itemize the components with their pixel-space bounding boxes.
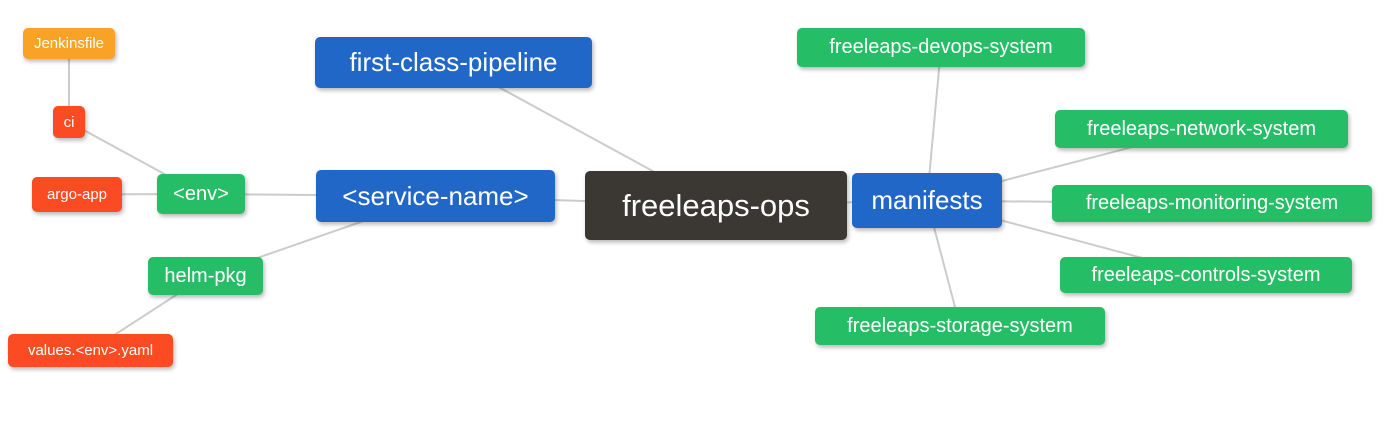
node-label: <env> <box>173 182 229 205</box>
node-label: first-class-pipeline <box>349 47 558 77</box>
node-label: freeleaps-monitoring-system <box>1085 192 1339 214</box>
node-freeleaps-ops[interactable]: freeleaps-ops <box>585 171 847 240</box>
node-freeleaps-controls-system[interactable]: freeleaps-controls-system <box>1060 257 1352 293</box>
node-manifests[interactable]: manifests <box>852 173 1002 228</box>
node-freeleaps-storage-system[interactable]: freeleaps-storage-system <box>815 307 1105 345</box>
node-label: freeleaps-devops-system <box>829 36 1053 58</box>
node-first-class-pipeline[interactable]: first-class-pipeline <box>315 37 592 88</box>
node-freeleaps-monitoring-system[interactable]: freeleaps-monitoring-system <box>1052 185 1372 222</box>
node-label: argo-app <box>46 186 108 203</box>
node-helm-pkg[interactable]: helm-pkg <box>148 257 263 295</box>
node-label: freeleaps-network-system <box>1087 117 1316 140</box>
node-freeleaps-network-system[interactable]: freeleaps-network-system <box>1055 110 1348 148</box>
node-label: Jenkinsfile <box>33 35 105 52</box>
node-service-name[interactable]: <service-name> <box>316 170 555 222</box>
node-label: helm-pkg <box>164 264 247 287</box>
node-jenkinsfile[interactable]: Jenkinsfile <box>23 28 115 59</box>
node-label: freeleaps-ops <box>622 187 810 223</box>
node-argo-app[interactable]: argo-app <box>32 177 122 212</box>
node-label: manifests <box>871 185 983 215</box>
node-freeleaps-devops-system[interactable]: freeleaps-devops-system <box>797 28 1085 67</box>
node-label: freeleaps-controls-system <box>1091 263 1321 286</box>
node-values-env-yaml[interactable]: values.<env>.yaml <box>8 334 173 367</box>
node-label: freeleaps-storage-system <box>847 314 1073 337</box>
node-label: ci <box>63 113 75 131</box>
node-env[interactable]: <env> <box>157 174 245 214</box>
node-label: <service-name> <box>342 180 529 211</box>
node-ci[interactable]: ci <box>53 106 85 138</box>
node-label: values.<env>.yaml <box>27 342 154 359</box>
